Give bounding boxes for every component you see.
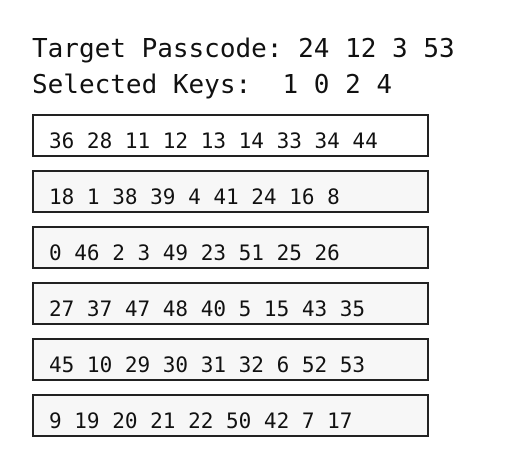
selected-keys-label: Selected Keys: <box>32 70 252 100</box>
selected-keys-line: Selected Keys: 1 0 2 4 <box>32 70 392 100</box>
key-row-4[interactable]: 45 10 29 30 31 32 6 52 53 <box>32 338 429 381</box>
key-row-2[interactable]: 0 46 2 3 49 23 51 25 26 <box>32 226 429 269</box>
selected-keys-value: 1 0 2 4 <box>282 70 393 100</box>
target-passcode-label: Target Passcode: <box>32 34 283 64</box>
target-passcode-value: 24 12 3 53 <box>298 34 455 64</box>
key-rows-list: 36 28 11 12 13 14 33 34 44 18 1 38 39 4 … <box>32 114 429 450</box>
key-row-3[interactable]: 27 37 47 48 40 5 15 43 35 <box>32 282 429 325</box>
key-row-1[interactable]: 18 1 38 39 4 41 24 16 8 <box>32 170 429 213</box>
key-row-5[interactable]: 9 19 20 21 22 50 42 7 17 <box>32 394 429 437</box>
key-row-0[interactable]: 36 28 11 12 13 14 33 34 44 <box>32 114 429 157</box>
target-passcode-line: Target Passcode: 24 12 3 53 <box>32 34 455 64</box>
